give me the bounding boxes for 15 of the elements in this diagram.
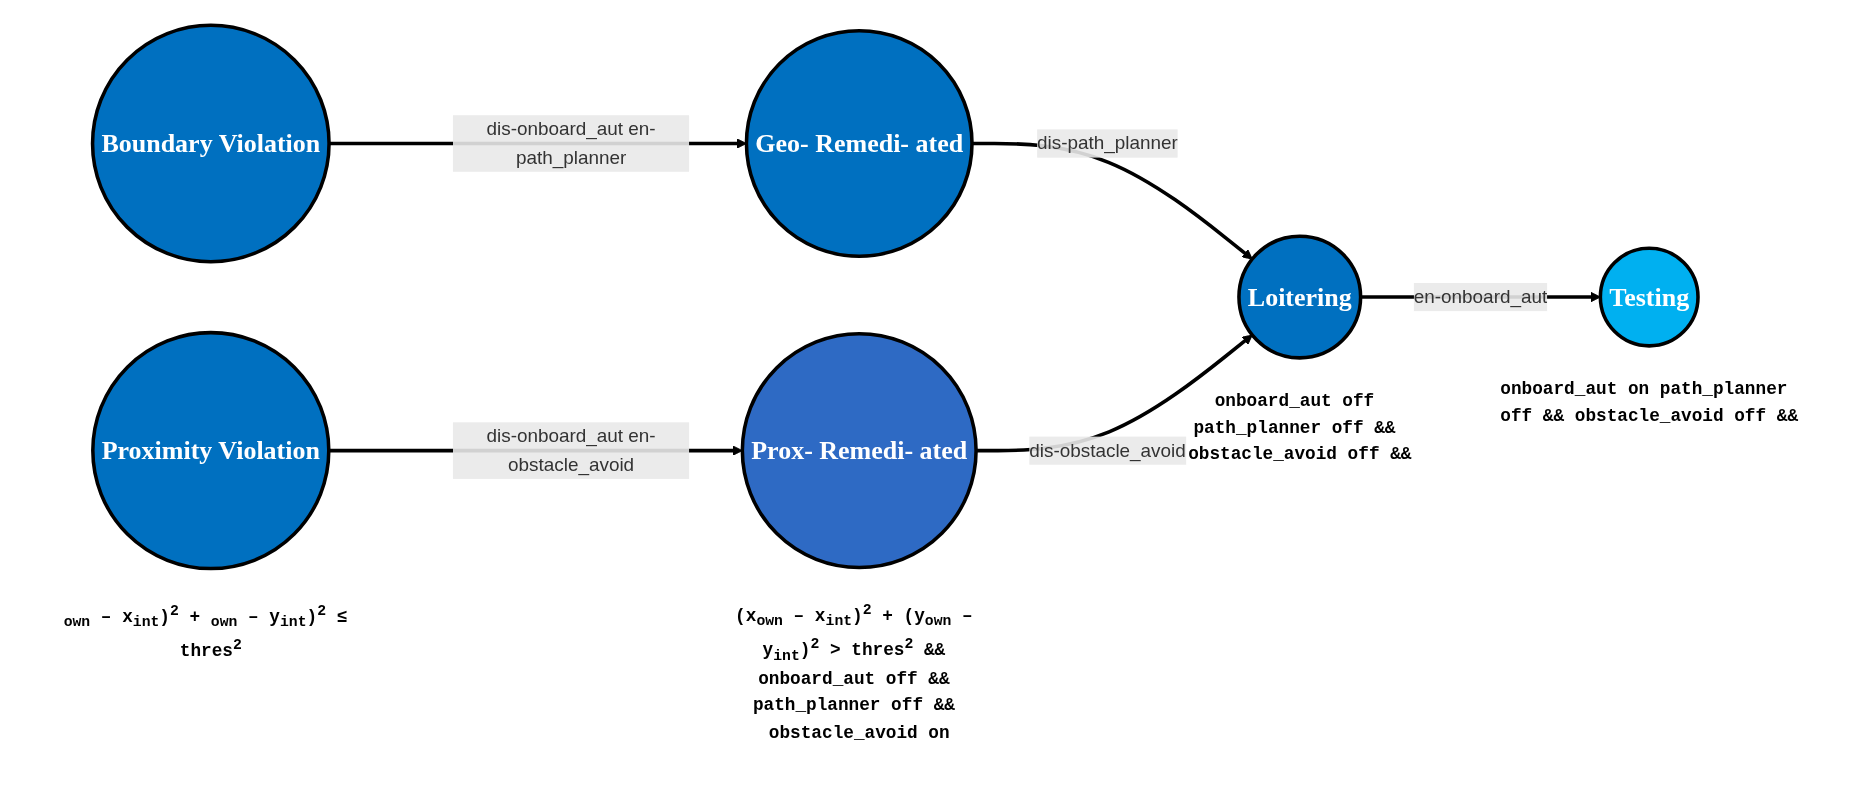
node-circle: Prox- Remedi- ated [740,332,978,570]
node-circle: Boundary Violation [90,23,331,264]
edge-label: dis-path_planner [1037,132,1178,153]
edge-label: dis-onboard_aut en-path_planner [486,118,656,168]
edge-label: en-onboard_aut [1413,286,1548,307]
node-label: $_{own}$ – x$_{int}$)$^{2}$ + $_{own}$ – y$_{int}$)$^{2}$ ≤ thres$^{2}$ [63,602,348,662]
edge-label: dis-onboard_aut en-obstacle_avoid [486,425,656,475]
node-circle: Testing [1598,246,1700,348]
node-circle: Loitering [1237,234,1363,360]
node-circle: Geo- Remedi- ated [744,28,974,259]
edge-label: dis-obstacle_avoid [1029,439,1186,461]
node-label: onboard_aut off path_planner off && obstacle_avoid off && [1188,392,1412,466]
node-label: onboard_aut on path_planner off && obstacle_avoid off && [1500,380,1799,427]
node-circle: Proximity Violation [91,330,331,571]
node-label: (x$_{own}$ – x$_{int}$)$^{2}$ + (y$_{own}$ – y$_{int}$)$^{2}$ > thres$^{2}$ && onboard_aut off && path_planner off && obstacle_avoid on [735,601,973,743]
